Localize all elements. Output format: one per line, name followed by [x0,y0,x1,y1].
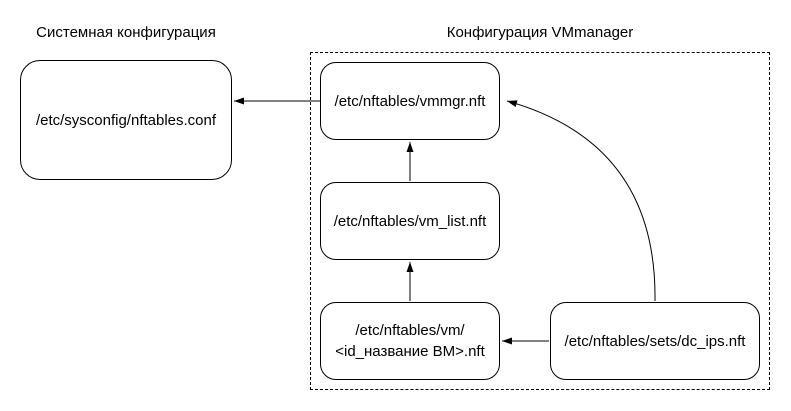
node-vm-list-nft: /etc/nftables/vm_list.nft [320,182,500,260]
node-dc-ips-nft: /etc/nftables/sets/dc_ips.nft [550,302,760,380]
node-vmmgr-nft: /etc/nftables/vmmgr.nft [320,62,500,140]
node-dc-ips-label: /etc/nftables/sets/dc_ips.nft [564,332,746,350]
vmmanager-group-container [310,52,770,390]
node-vm-list-label: /etc/nftables/vm_list.nft [333,212,487,230]
node-vm-id-label: /etc/nftables/vm/ <id_название ВМ>.nft [335,320,485,362]
node-vm-id-label-line1: /etc/nftables/vm/ [355,322,465,339]
node-sysconfig-nftables-conf: /etc/sysconfig/nftables.conf [20,60,232,180]
node-vm-id-label-line2: <id_название ВМ>.nft [335,343,485,360]
node-sysconfig-label: /etc/sysconfig/nftables.conf [35,111,217,129]
node-vm-id-nft: /etc/nftables/vm/ <id_название ВМ>.nft [320,302,500,380]
system-config-label: Системная конфигурация [36,24,216,41]
node-vmmgr-label: /etc/nftables/vmmgr.nft [334,92,486,110]
vmmanager-config-label: Конфигурация VMmanager [446,24,634,41]
